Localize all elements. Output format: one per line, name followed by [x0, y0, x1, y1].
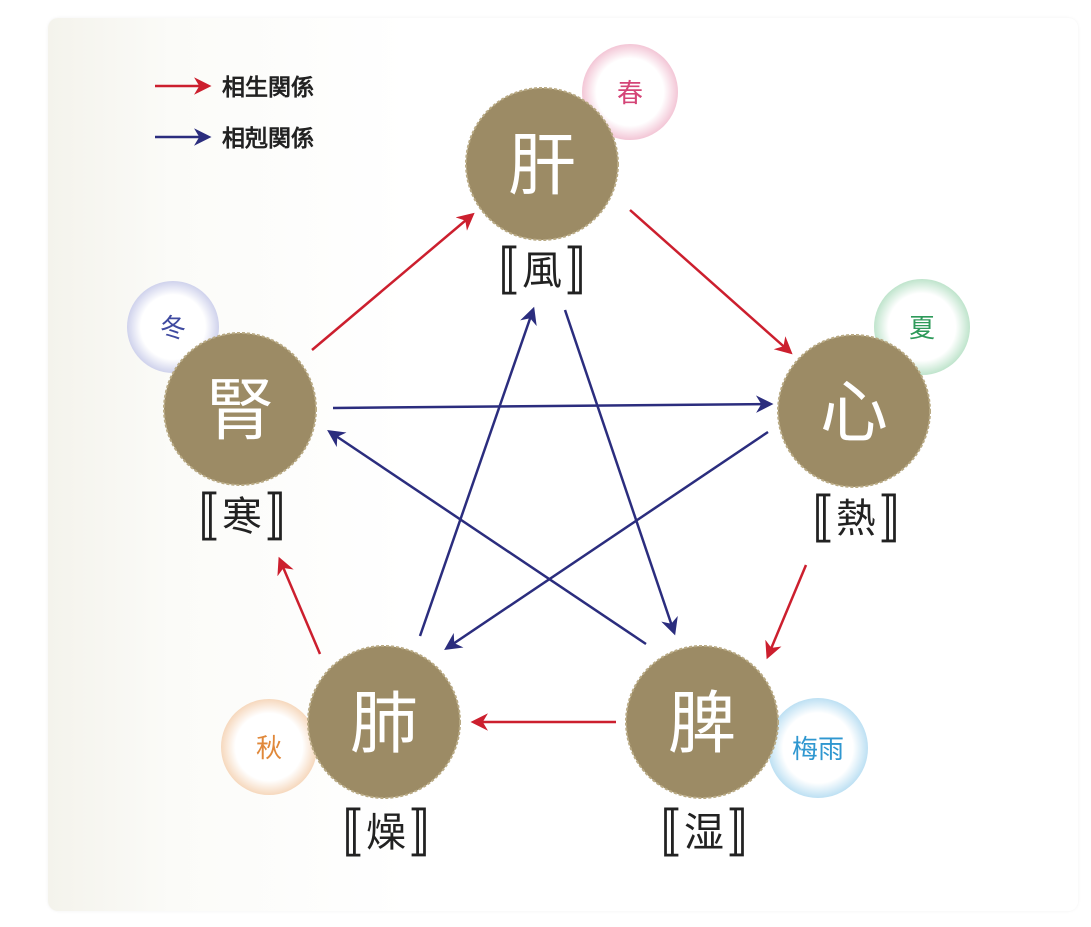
season-halo	[221, 699, 317, 795]
arrow-liver-to-heart	[629, 209, 793, 355]
arrow-lung-to-kidney	[277, 556, 322, 655]
organ-circle	[307, 645, 461, 799]
svg-text:〛: 〛	[410, 805, 462, 865]
season-lung: 秋	[221, 699, 317, 795]
season-label-heart: 夏	[909, 314, 935, 344]
svg-text:〚: 〚	[780, 491, 832, 551]
svg-text:〛: 〛	[266, 489, 318, 549]
svg-text:〚: 〚	[466, 243, 518, 303]
arrow-kidney-to-heart	[332, 395, 774, 413]
season-halo	[582, 44, 678, 140]
organ-circle	[465, 87, 619, 241]
organ-label-lung: 肺	[350, 685, 418, 764]
season-label-kidney: 冬	[160, 314, 186, 344]
element-text-spleen: 湿	[684, 810, 724, 856]
node-liver: 肝 〚 風 〛	[465, 87, 619, 303]
legend-controlling-label: 相剋関係	[222, 126, 314, 152]
node-spleen: 脾 〚 湿 〛	[625, 645, 780, 865]
season-label-lung: 秋	[256, 734, 282, 764]
arrow-lung-to-liver	[418, 306, 537, 637]
node-kidney: 腎 〚 寒 〛	[163, 332, 318, 549]
organ-label-liver: 肝	[508, 127, 576, 206]
svg-text:〛: 〛	[880, 491, 932, 551]
season-spleen: 梅雨	[768, 698, 868, 798]
svg-text:〚: 〚	[628, 805, 680, 865]
svg-text:〛: 〛	[566, 243, 618, 303]
node-heart: 心 〚 熱 〛	[777, 334, 932, 551]
element-text-kidney: 寒	[222, 494, 262, 540]
legend-generating: 相生関係	[155, 75, 314, 101]
element-label-lung: 〚 燥 〛	[310, 805, 462, 865]
legend-generating-label: 相生関係	[222, 75, 314, 101]
organ-circle	[625, 645, 779, 799]
controlling-arrows	[327, 306, 774, 650]
svg-text:〚: 〚	[166, 489, 218, 549]
arrow-spleen-to-kidney	[327, 430, 647, 646]
season-liver: 春	[582, 44, 678, 140]
organ-circle	[777, 334, 931, 488]
element-label-spleen: 〚 湿 〛	[628, 805, 780, 865]
season-label-liver: 春	[617, 79, 643, 109]
svg-text:〛: 〛	[728, 805, 780, 865]
element-label-kidney: 〚 寒 〛	[166, 489, 318, 549]
arrow-kidney-to-liver	[311, 212, 475, 351]
element-label-heart: 〚 熱 〛	[780, 491, 932, 551]
season-halo	[768, 698, 868, 798]
svg-text:〚: 〚	[310, 805, 362, 865]
node-lung: 肺 〚 燥 〛	[307, 645, 462, 865]
arrow-liver-to-spleen	[563, 309, 678, 636]
organ-label-heart: 心	[820, 374, 888, 453]
legend: 相生関係 相剋関係	[155, 75, 314, 152]
arrow-heart-to-lung	[444, 430, 769, 650]
legend-controlling: 相剋関係	[155, 126, 314, 152]
organ-label-spleen: 脾	[668, 685, 736, 764]
element-text-heart: 熱	[836, 496, 876, 542]
organ-circle	[163, 332, 317, 486]
season-label-spleen: 梅雨	[792, 735, 844, 765]
element-label-liver: 〚 風 〛	[466, 243, 618, 303]
arrow-heart-to-spleen	[765, 564, 808, 660]
generating-arrows	[277, 209, 808, 731]
organ-label-kidney: 腎	[206, 372, 274, 451]
element-text-liver: 風	[522, 248, 562, 294]
element-text-lung: 燥	[366, 810, 406, 856]
